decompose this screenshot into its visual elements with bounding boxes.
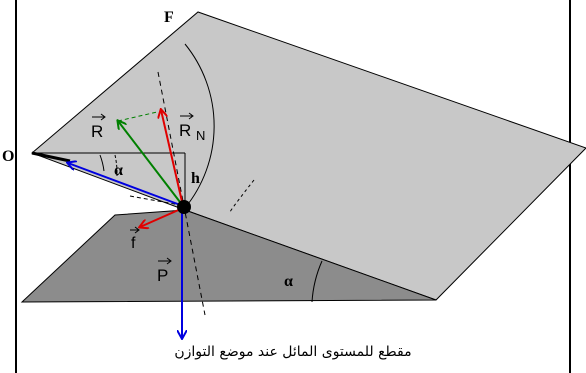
- label-RN-text: R: [179, 121, 191, 140]
- label-alpha-bottom: α: [284, 273, 293, 290]
- label-F: F: [164, 9, 174, 26]
- angle-arc-top-dashed: [114, 154, 118, 177]
- label-vector-f: f: [130, 226, 140, 252]
- slope-dashed-line: [129, 195, 181, 206]
- inclined-plane-upper: [31, 11, 586, 301]
- label-vector-P: P: [157, 257, 172, 285]
- horizontal-plane-lower: [20, 209, 437, 303]
- angle-arc-top: [99, 154, 105, 172]
- label-RN-sub: N: [196, 128, 205, 143]
- angle-arc-bottom: [311, 260, 323, 303]
- vector-f: [140, 207, 184, 227]
- label-vector-RN: R N: [179, 112, 205, 143]
- vector-R: [118, 121, 184, 207]
- label-alpha-top: α: [114, 162, 123, 179]
- label-R-text: R: [91, 122, 103, 141]
- label-P-text: P: [157, 266, 168, 285]
- label-O: O: [2, 148, 14, 165]
- diagram-caption: مقطع للمستوى المائل عند موضع التوازن: [174, 344, 412, 360]
- vector-RN: [161, 110, 184, 207]
- label-f-text: f: [131, 235, 136, 252]
- label-h: h: [191, 170, 200, 187]
- large-arc: [184, 43, 215, 209]
- plane-edge-line: [31, 151, 71, 163]
- body-ball: [177, 200, 191, 214]
- large-arc-tail: [229, 179, 255, 213]
- label-vector-R: R: [91, 113, 106, 141]
- vector-along-plane: [68, 163, 184, 207]
